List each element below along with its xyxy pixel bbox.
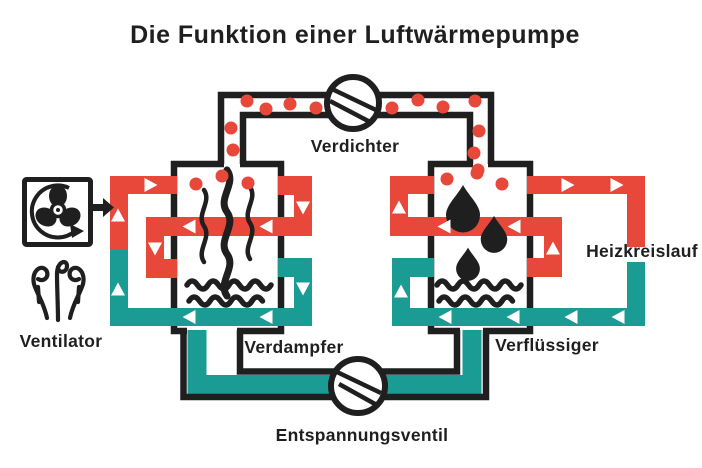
flow-arrow-up — [546, 241, 560, 255]
flow-arrow-left — [506, 310, 520, 324]
flow-arrow-up — [392, 200, 406, 214]
flow-arrow-left — [182, 310, 196, 324]
label-entspannungsventil: Entspannungsventil — [276, 425, 449, 445]
label-ventilator: Ventilator — [20, 331, 103, 351]
flow-arrow-right — [144, 178, 158, 192]
refrigerant-gas-dots — [189, 93, 509, 191]
label-verdichter: Verdichter — [311, 136, 400, 156]
rising-heat-squiggles-icon — [199, 166, 255, 300]
heating-teal-arm — [392, 258, 434, 277]
air-duct-bottom-band — [110, 308, 312, 326]
flow-arrow-left — [507, 219, 521, 234]
air-flow-icon — [31, 259, 86, 323]
flow-arrow-down — [296, 201, 310, 215]
heating-return-downpipe — [627, 262, 645, 326]
rotation-arrow — [29, 183, 77, 240]
flow-arrow-left — [437, 219, 451, 234]
flow-arrow-left — [611, 310, 625, 324]
flow-arrow-left — [182, 219, 196, 234]
fan-icon — [22, 177, 93, 247]
evaporator-bottom-neck-opening — [187, 326, 237, 335]
condenser-top-neck-opening — [473, 157, 488, 168]
flow-arrows — [111, 178, 625, 324]
label-verfluessiger: Verflüssiger — [495, 335, 599, 355]
flow-arrow-left — [438, 310, 452, 324]
condensate-droplets-icon — [446, 185, 508, 281]
flow-arrow-up — [111, 282, 125, 296]
compressor-icon — [324, 74, 382, 132]
fan-output-arrow-icon — [93, 198, 114, 217]
flow-arrow-down — [296, 282, 310, 296]
heating-supply-downpipe — [627, 176, 645, 247]
flow-arrow-left — [564, 310, 578, 324]
flow-arrow-right — [561, 178, 575, 192]
evaporator-top-neck-opening — [224, 157, 240, 168]
flow-arrow-up — [111, 208, 125, 222]
page-title: Die Funktion einer Luftwärmepumpe — [130, 21, 580, 49]
flow-arrow-up — [394, 284, 408, 298]
rotation-arrowhead — [70, 224, 84, 238]
flow-arrow-down — [148, 242, 162, 256]
label-heizkreislauf: Heizkreislauf — [586, 241, 698, 261]
expansion-valve-icon — [328, 356, 388, 416]
heating-right-stub — [527, 258, 562, 277]
flow-arrow-right — [610, 178, 624, 192]
flow-arrow-left — [259, 219, 273, 234]
air-circuit-pipes — [110, 176, 312, 326]
heating-red-top-arm — [390, 176, 434, 194]
evaporator-water-waves-icon — [184, 278, 274, 308]
air-duct-top-band — [110, 176, 177, 194]
condenser-box — [427, 160, 534, 335]
condenser-water-waves-icon — [434, 278, 524, 308]
label-verdampfer: Verdampfer — [244, 337, 343, 357]
air-duct-left-stub — [146, 259, 177, 278]
heating-supply-band — [527, 176, 645, 194]
flow-arrow-left — [259, 310, 273, 324]
